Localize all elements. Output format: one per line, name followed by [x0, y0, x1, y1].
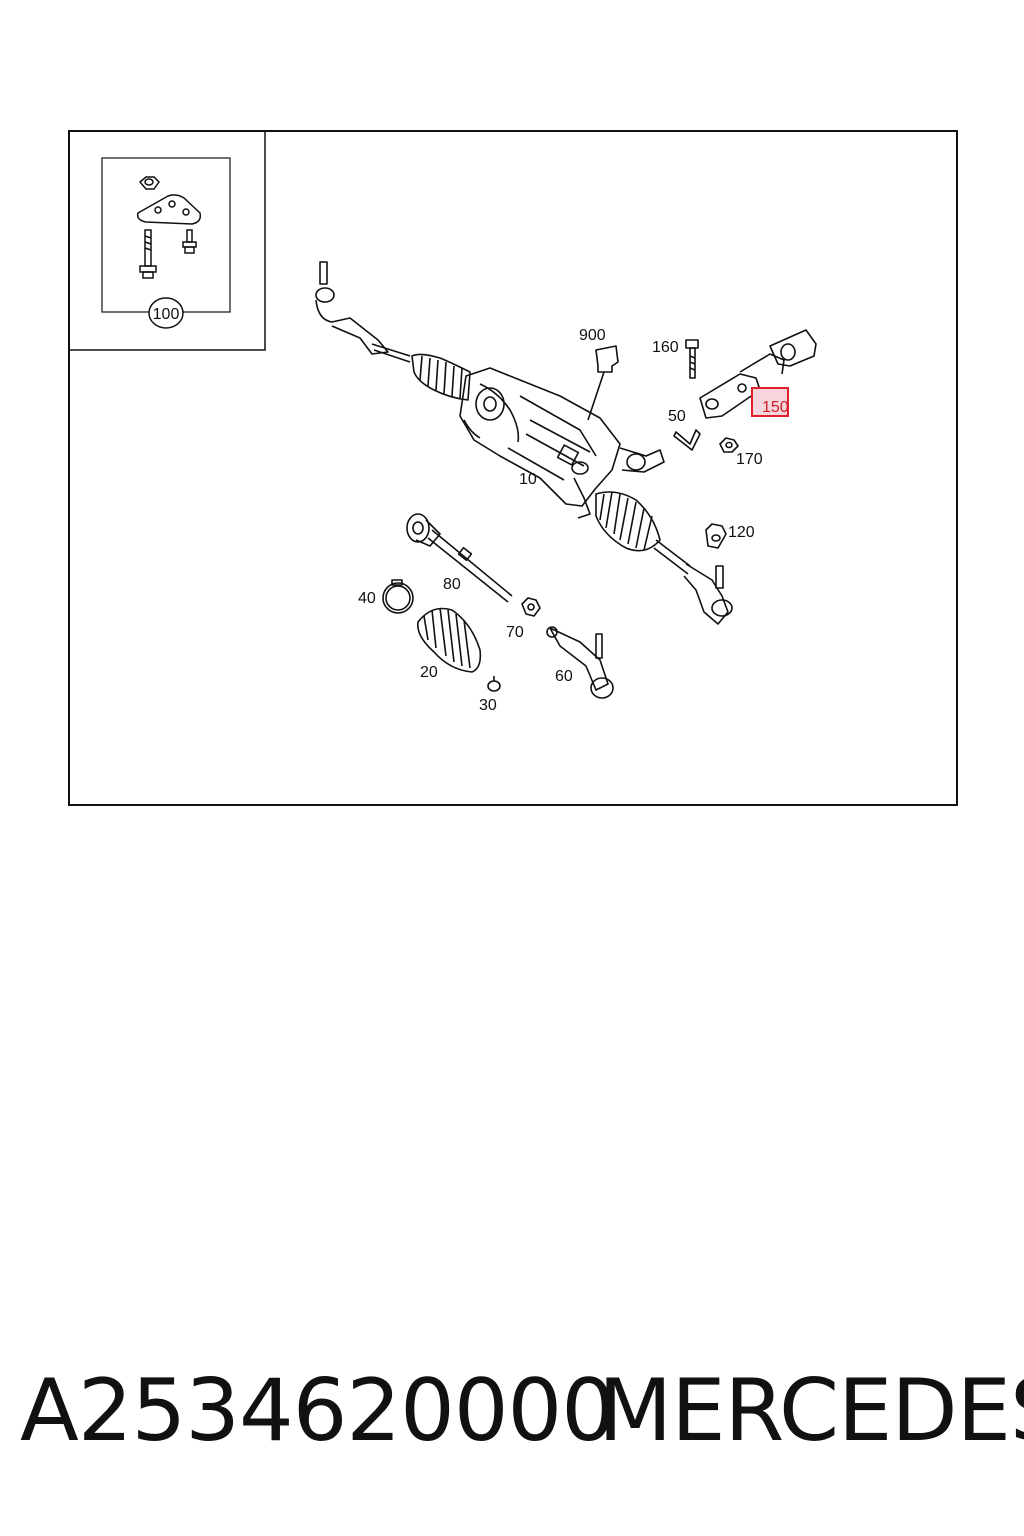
brand-name: MERCEDES — [598, 1361, 1024, 1461]
callout-80[interactable]: 80 — [443, 576, 461, 593]
nut-120-icon — [705, 523, 727, 549]
callout-900[interactable]: 900 — [579, 327, 606, 344]
inset-nut-icon — [138, 176, 160, 190]
clip-50-icon — [673, 429, 701, 451]
nut-170-icon — [719, 437, 739, 453]
callout-20[interactable]: 20 — [420, 664, 438, 681]
label-900-icon — [587, 345, 619, 421]
clip-30-icon — [487, 676, 501, 692]
left-bellows-icon — [411, 353, 471, 401]
callout-labels: 900 160 150 50 170 10 120 40 80 70 20 60… — [358, 327, 789, 714]
callout-160[interactable]: 160 — [652, 339, 679, 356]
callout-150[interactable]: 150 — [762, 399, 789, 416]
callout-30[interactable]: 30 — [479, 697, 497, 714]
callout-40[interactable]: 40 — [358, 590, 376, 607]
diagram-frame — [68, 130, 958, 806]
callout-70[interactable]: 70 — [506, 624, 524, 641]
callout-10[interactable]: 10 — [519, 471, 537, 488]
inner-tie-rod-80-icon — [406, 513, 513, 603]
left-tie-rod-end-icon — [315, 261, 411, 363]
callout-60[interactable]: 60 — [555, 668, 573, 685]
nut-70-icon — [521, 597, 541, 617]
callout-120[interactable]: 120 — [728, 524, 755, 541]
part-number: A2534620000 — [20, 1361, 616, 1461]
callout-170[interactable]: 170 — [736, 451, 763, 468]
callout-50[interactable]: 50 — [668, 408, 686, 425]
rack-housing-icon — [459, 367, 665, 519]
steering-rack-assembly — [315, 261, 817, 699]
inset-panel: 100 — [68, 130, 266, 351]
bolt-160-icon — [685, 339, 699, 379]
inset-bracket-icon — [136, 194, 202, 225]
inset-long-bolt-icon — [139, 229, 157, 279]
right-bellows-icon — [595, 491, 661, 552]
bellows-20-icon — [417, 607, 482, 673]
callout-150-highlight — [751, 387, 789, 417]
clamp-40-icon — [382, 579, 414, 614]
callout-100[interactable]: 100 — [153, 306, 180, 323]
tie-rod-end-60-icon — [546, 626, 614, 699]
right-tie-rod-end-icon — [653, 539, 733, 625]
inset-short-bolt-icon — [182, 229, 197, 254]
